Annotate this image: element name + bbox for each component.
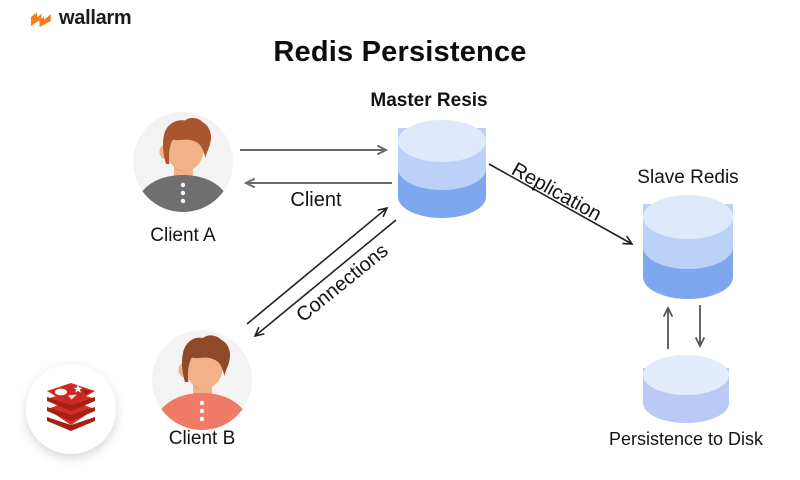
arrow-client-b-to-master	[246, 206, 389, 325]
client-a-avatar	[133, 112, 233, 212]
client-b-label: Client B	[168, 428, 236, 449]
wallarm-bolts-icon	[31, 11, 51, 27]
master-node-label: Master Resis	[370, 90, 488, 111]
client-connections-label-line1: Client	[290, 189, 342, 211]
disk-icon	[643, 355, 729, 423]
client-b-avatar	[152, 330, 252, 430]
slave-node-label: Slave Redis	[637, 167, 739, 188]
redis-logo	[26, 364, 116, 454]
page-title: Redis Persistence	[273, 36, 527, 68]
redis-stack-icon	[47, 383, 95, 431]
brand-name: wallarm	[59, 7, 132, 29]
client-a-label: Client A	[150, 225, 216, 246]
disk-node-label: Persistence to Disk	[608, 429, 764, 449]
arrow-replication	[488, 163, 634, 245]
arrow-master-to-client-b	[253, 219, 397, 338]
brand-logo: wallarm	[30, 7, 132, 30]
master-database-icon	[398, 120, 486, 218]
slave-database-icon	[643, 195, 733, 299]
